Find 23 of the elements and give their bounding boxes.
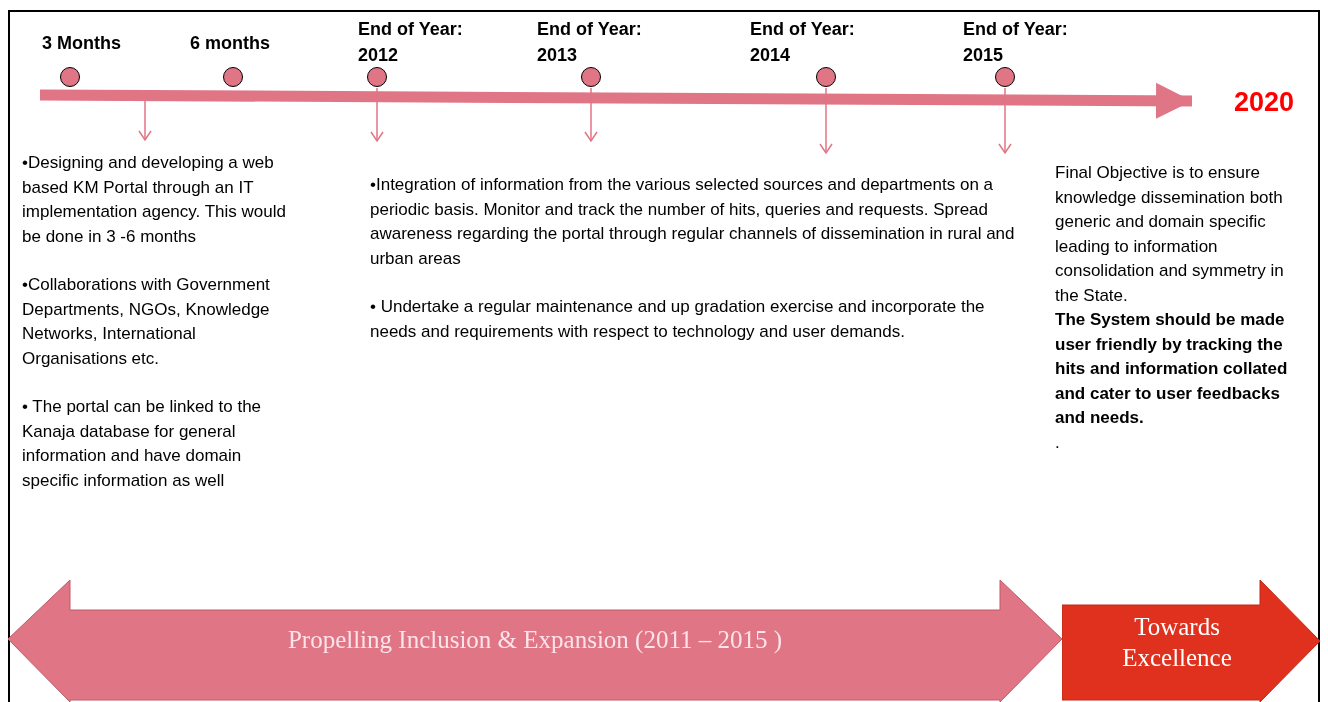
milestone-label: End of Year: 2012 [358, 18, 464, 67]
banner-label: Towards Excellence [1121, 612, 1233, 673]
bullet-text: Final Objective is to ensure knowledge dissemination both generic and domain specific leading to information consolidation and symmetry in the State. [1055, 162, 1285, 307]
timeline-arrow [39, 82, 1193, 119]
milestone-label: End of Year: 2013 [537, 18, 643, 67]
bullet-text: • The portal can be linked to the Kanaja database for general information and have domain specific information as well [22, 396, 263, 492]
milestone-label: 6 months [190, 32, 271, 55]
year-label: 2020 [1234, 87, 1295, 117]
bullet-text: •Designing and developing a web based KM Portal through an IT implementation agency. This would be done in 3 -6 months [22, 152, 287, 248]
bullet-text: • Undertake a regular maintenance and up gradation exercise and incorporate the needs and requirements with respect to technology and user demands. [370, 296, 986, 343]
bullet-text: The System should be made user friendly by tracking the hits and information collated and cater to user feedbacks and needs. [1055, 309, 1289, 429]
arrow [138, 99, 152, 141]
bullet-text: . [1055, 431, 1061, 454]
arrow [584, 87, 598, 142]
milestone-label: 3 Months [42, 32, 122, 55]
bullet-text: •Collaborations with Government Departments, NGOs, Knowledge Networks, International Organisations etc. [22, 274, 271, 370]
arrow [370, 87, 384, 142]
bullet-text: •Integration of information from the various selected sources and departments on a periodic basis. Monitor and track the number of hits, queries and requests. Spread awareness regarding the portal through regular channels of dissemination in rural and urban areas [370, 174, 1016, 270]
arrow [819, 87, 833, 154]
arrow [998, 87, 1012, 154]
banner-label: Propelling Inclusion & Expansion (2011 – 2015 ) [286, 625, 784, 655]
milestone-label: End of Year: 2014 [750, 18, 856, 67]
milestone-label: End of Year: 2015 [963, 18, 1069, 67]
